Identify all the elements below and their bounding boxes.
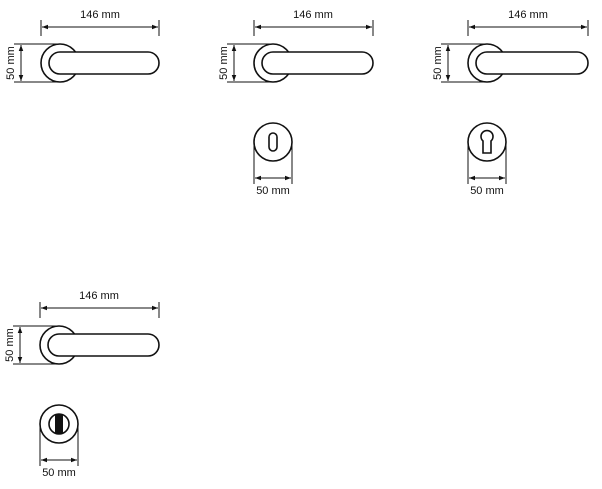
rose-dimension: 50 mm — [4, 325, 59, 365]
handle-length-label: 146 mm — [80, 9, 120, 21]
rose-dimension: 50 mm — [432, 43, 487, 83]
rose-diameter-label: 50 mm — [432, 46, 444, 80]
variant-handle-euro: 146 mm 50 mm 50 mm — [432, 9, 589, 197]
rose-dimension: 50 mm — [5, 43, 60, 83]
escutcheon-diameter-label: 50 mm — [470, 185, 504, 197]
rose-diameter-label: 50 mm — [218, 46, 230, 80]
variant-handle-wc: 146 mm 50 mm 50 mm — [4, 290, 160, 479]
handle-length-label: 146 mm — [293, 9, 333, 21]
length-dimension: 146 mm — [253, 9, 374, 36]
length-dimension: 146 mm — [39, 290, 160, 318]
handle-length-label: 146 mm — [79, 290, 119, 302]
escutcheon-dimension: 50 mm — [467, 142, 507, 197]
length-dimension: 146 mm — [40, 9, 160, 36]
handle-length-label: 146 mm — [508, 9, 548, 21]
handle-lever-drawing — [253, 43, 374, 83]
rose-diameter-label: 50 mm — [4, 328, 16, 362]
key-escutcheon-drawing — [253, 122, 293, 162]
escutcheon-dimension: 50 mm — [39, 424, 79, 479]
escutcheon-diameter-label: 50 mm — [42, 467, 76, 479]
rose-diameter-label: 50 mm — [5, 46, 17, 80]
variant-handle-only: 146 mm 50 mm — [5, 9, 160, 83]
handle-lever-drawing — [40, 43, 160, 83]
wc-turn-escutcheon-drawing — [39, 404, 79, 444]
rose-dimension: 50 mm — [218, 43, 273, 83]
length-dimension: 146 mm — [467, 9, 589, 36]
escutcheon-diameter-label: 50 mm — [256, 185, 290, 197]
escutcheon-dimension: 50 mm — [253, 142, 293, 197]
handle-lever-drawing — [39, 325, 160, 365]
variant-handle-key: 146 mm 50 mm 50 mm — [218, 9, 374, 197]
handle-lever-drawing — [467, 43, 589, 83]
euro-cylinder-escutcheon-drawing — [467, 122, 507, 162]
